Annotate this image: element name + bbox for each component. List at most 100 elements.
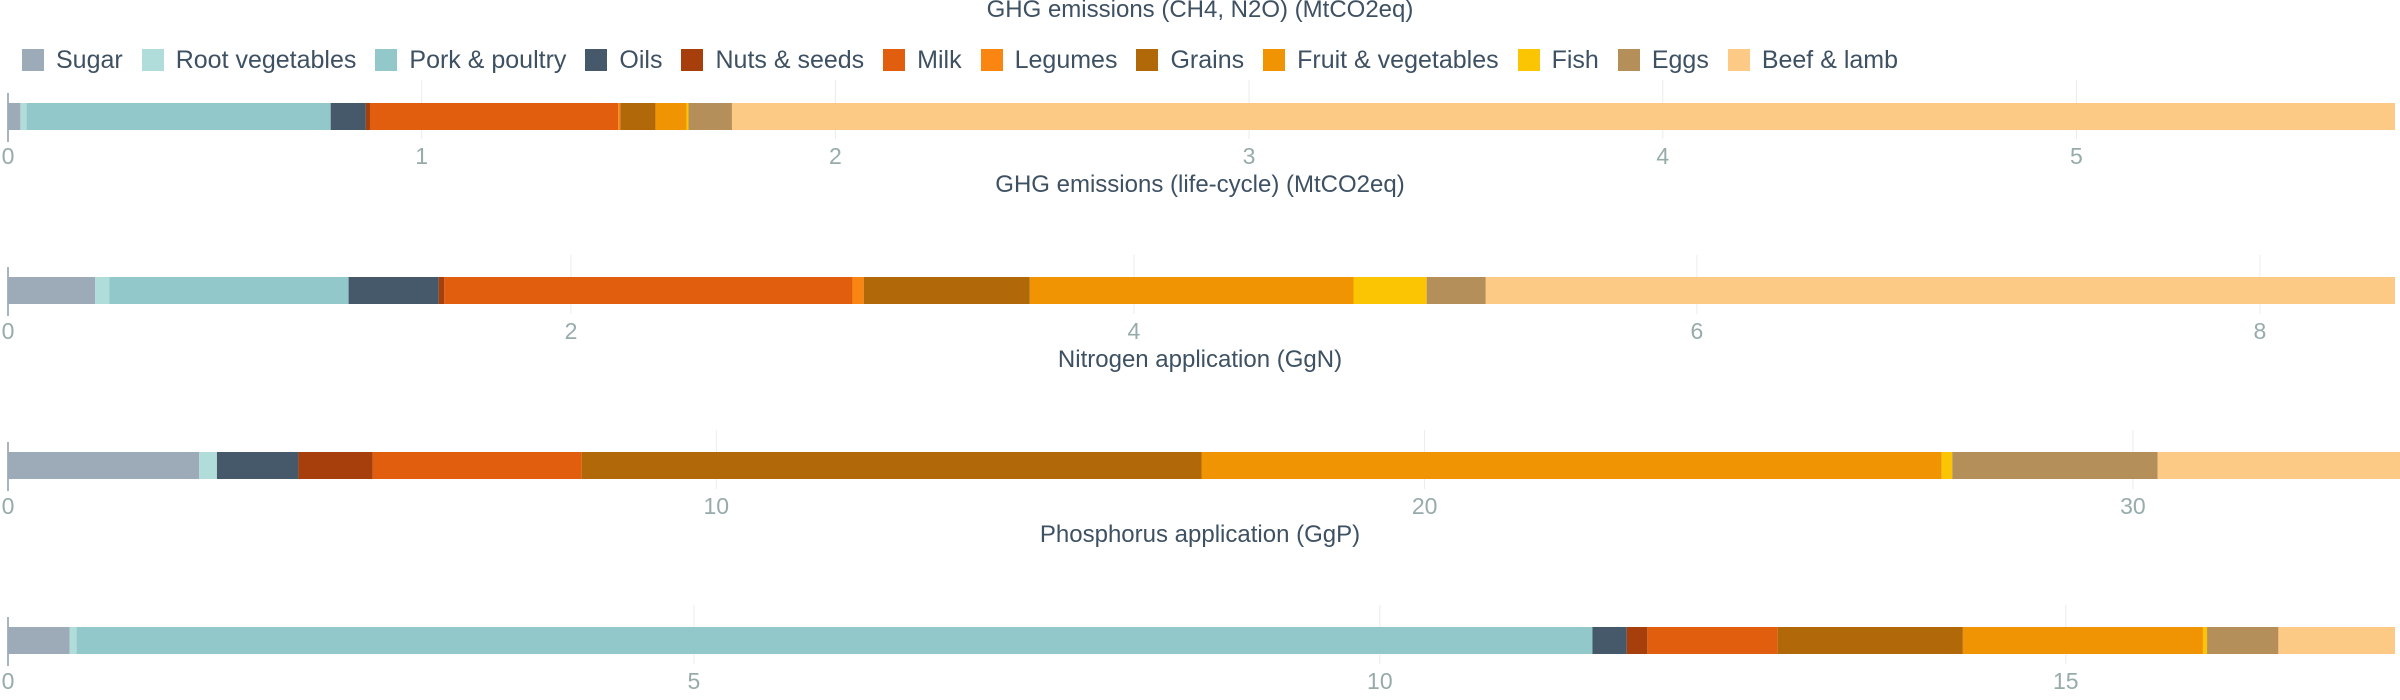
legend-label: Nuts & seeds bbox=[715, 45, 865, 74]
bar-segment[interactable] bbox=[655, 103, 687, 130]
legend-item[interactable]: Sugar bbox=[22, 46, 123, 75]
legend-swatch bbox=[1517, 49, 1540, 71]
tick-label: 5 bbox=[688, 668, 701, 694]
tick-label: 0 bbox=[2, 318, 15, 344]
legend-swatch bbox=[1136, 49, 1159, 71]
legend-item[interactable]: Milk bbox=[883, 45, 962, 75]
bar-segment[interactable] bbox=[2207, 627, 2279, 654]
bar-segment[interactable] bbox=[109, 277, 349, 304]
legend-label: Pork & poultry bbox=[409, 45, 567, 74]
bar-segment[interactable] bbox=[8, 627, 70, 654]
bar-segment[interactable] bbox=[69, 627, 77, 654]
bar-segment[interactable] bbox=[1029, 277, 1354, 304]
tick-label: 4 bbox=[1128, 318, 1141, 344]
bar-segment[interactable] bbox=[581, 452, 1202, 479]
bar-segment[interactable] bbox=[95, 277, 110, 304]
bar-segment[interactable] bbox=[444, 277, 853, 304]
tick-label: 0 bbox=[2, 668, 15, 694]
bar-segment[interactable] bbox=[348, 277, 439, 304]
legend-swatch bbox=[681, 49, 704, 71]
legend-label: Grains bbox=[1170, 45, 1245, 74]
legend-item[interactable]: Fish bbox=[1517, 45, 1599, 75]
legend-item[interactable]: Fruit & vegetables bbox=[1263, 46, 1499, 75]
legend-label: Fish bbox=[1551, 45, 1599, 74]
bar-segment[interactable] bbox=[8, 452, 200, 479]
chart-panel: Phosphorus application (GgP) 0 5 10 15 bbox=[2, 521, 2395, 694]
legend-swatch bbox=[141, 49, 164, 71]
legend-item[interactable]: Nuts & seeds bbox=[681, 46, 864, 75]
tick-label: 15 bbox=[2053, 668, 2079, 694]
tick-label: 6 bbox=[1691, 318, 1704, 344]
bar-segment[interactable] bbox=[852, 277, 864, 304]
tick-label: 2 bbox=[565, 318, 578, 344]
chart-title: Phosphorus application (GgP) bbox=[1040, 521, 1360, 548]
bar-segment[interactable] bbox=[438, 277, 445, 304]
legend-label: Oils bbox=[619, 45, 663, 74]
legend-label: Sugar bbox=[56, 45, 123, 74]
bar-segment[interactable] bbox=[620, 103, 656, 130]
legend-item[interactable]: Beef & lamb bbox=[1727, 45, 1899, 75]
tick-label: 1 bbox=[415, 143, 428, 169]
legend-swatch bbox=[1263, 49, 1286, 71]
bar-segment[interactable] bbox=[1777, 627, 1963, 654]
legend-swatch bbox=[1727, 49, 1750, 71]
tick-label: 0 bbox=[2, 143, 15, 169]
bar-segment[interactable] bbox=[1592, 627, 1627, 654]
bar-segment[interactable] bbox=[731, 103, 2395, 130]
bar-segment[interactable] bbox=[2157, 452, 2400, 479]
bar-segment[interactable] bbox=[8, 277, 96, 304]
bar-segment[interactable] bbox=[863, 277, 1030, 304]
legend-label: Fruit & vegetables bbox=[1297, 45, 1499, 74]
bar-segment[interactable] bbox=[365, 103, 370, 130]
chart-title: Nitrogen application (GgN) bbox=[1058, 346, 1342, 373]
bar-segment[interactable] bbox=[26, 103, 331, 130]
bar-segment[interactable] bbox=[1626, 627, 1648, 654]
tick-label: 3 bbox=[1243, 143, 1256, 169]
bar-segment[interactable] bbox=[2202, 627, 2208, 654]
bar-segment[interactable] bbox=[298, 452, 373, 479]
bar-segment[interactable] bbox=[1353, 277, 1427, 304]
chart-title: GHG emissions (life-cycle) (MtCO2eq) bbox=[995, 171, 1404, 198]
legend-label: Eggs bbox=[1651, 45, 1709, 74]
legend-label: Beef & lamb bbox=[1761, 45, 1899, 74]
tick-label: 10 bbox=[1367, 668, 1393, 694]
bar-segment[interactable] bbox=[216, 452, 299, 479]
tick-label: 8 bbox=[2253, 318, 2266, 344]
legend-label: Milk bbox=[917, 45, 962, 74]
legend-label: Root vegetables bbox=[175, 45, 357, 74]
bar-segment[interactable] bbox=[2278, 627, 2395, 654]
bar-segment[interactable] bbox=[1201, 452, 1942, 479]
legend-item[interactable]: Root vegetables bbox=[141, 45, 357, 75]
bar-segment[interactable] bbox=[369, 103, 619, 130]
tick-label: 20 bbox=[1412, 493, 1438, 519]
tick-label: 2 bbox=[829, 143, 842, 169]
chart-title: GHG emissions (CH4, N2O) (MtCO2eq) bbox=[987, 0, 1414, 23]
legend-item[interactable]: Grains bbox=[1136, 46, 1244, 75]
legend-label: Legumes bbox=[1014, 45, 1118, 74]
tick-label: 5 bbox=[2070, 143, 2083, 169]
bar-segment[interactable] bbox=[1952, 452, 2158, 479]
legend-swatch bbox=[1617, 49, 1640, 71]
bar-segment[interactable] bbox=[1426, 277, 1486, 304]
bar-segment[interactable] bbox=[618, 103, 621, 130]
bar-segment[interactable] bbox=[1962, 627, 2203, 654]
bar-segment[interactable] bbox=[688, 103, 732, 130]
bar-segment[interactable] bbox=[1485, 277, 2395, 304]
legend-item[interactable]: Legumes bbox=[980, 45, 1118, 75]
bar-segment[interactable] bbox=[1941, 452, 1953, 479]
bar-segment[interactable] bbox=[20, 103, 27, 130]
legend-item[interactable]: Pork & poultry bbox=[375, 46, 566, 75]
legend-swatch bbox=[585, 49, 608, 71]
bar-segment[interactable] bbox=[686, 103, 689, 130]
bar-segment[interactable] bbox=[199, 452, 217, 479]
legend-swatch bbox=[375, 49, 398, 71]
legend-item[interactable]: Eggs bbox=[1617, 45, 1709, 75]
legend-item[interactable]: Oils bbox=[585, 46, 662, 75]
bar-segment[interactable] bbox=[330, 103, 366, 130]
bar-segment[interactable] bbox=[1647, 627, 1778, 654]
bar-segment[interactable] bbox=[76, 627, 1593, 654]
bar-segment[interactable] bbox=[8, 103, 21, 130]
bar-segment[interactable] bbox=[372, 452, 582, 479]
